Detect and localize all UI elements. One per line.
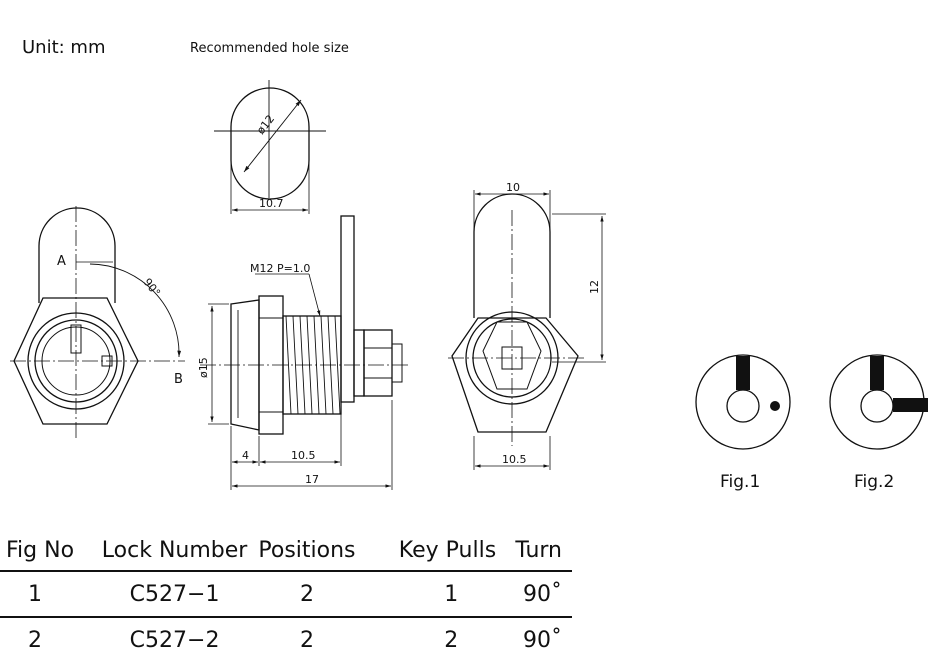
body-diameter-label: ø15 [197, 357, 210, 378]
thread-length-dimension: 10.5 [291, 449, 316, 462]
cell-positions: 2 [299, 627, 314, 653]
cell-turn: 90˚ [523, 627, 562, 653]
overall-length-dimension: 17 [305, 473, 319, 486]
cell-key-pulls: 2 [444, 627, 459, 653]
hole-size-title: Recommended hole size [190, 41, 349, 56]
table-row: 2 C527−2 2 2 90˚ [0, 617, 572, 662]
point-b-label: B [174, 372, 183, 387]
fig2-label: Fig.2 [854, 472, 894, 492]
cell-key-pulls: 1 [364, 571, 497, 618]
rear-view [448, 190, 606, 470]
fig2-diagram [829, 354, 928, 450]
side-view [200, 215, 410, 490]
table-header-row: Fig No Lock Number Positions Key Pulls T… [0, 530, 572, 572]
cell-lock-number: C527−2 [129, 627, 220, 653]
unit-note: Unit: mm [22, 37, 106, 58]
hole-diameter-label: ø12 [254, 113, 277, 137]
rear-width-dimension: 10 [506, 181, 520, 194]
hole-size-drawing [214, 80, 326, 214]
cell-lock-number: C527−1 [99, 571, 250, 618]
thread-label: M12 P=1.0 [250, 262, 310, 275]
front-view [10, 206, 185, 440]
table-row: 1 C527−1 2 1 90˚ [0, 571, 572, 618]
header-turn: Turn [496, 530, 572, 572]
cell-fig-no: 1 [0, 571, 100, 618]
rear-flat-dimension: 10.5 [502, 453, 527, 466]
lock-spec-table: Fig No Lock Number Positions Key Pulls T… [0, 530, 572, 662]
hole-flat-label: 10.7 [259, 197, 284, 210]
cell-positions: 2 [249, 571, 365, 618]
header-fig-no: Fig No [0, 530, 100, 572]
point-a-label: A [57, 254, 66, 269]
fig1-diagram [695, 354, 791, 450]
header-positions: Positions [249, 530, 365, 572]
fig1-label: Fig.1 [720, 472, 760, 492]
rear-height-dimension: 12 [588, 280, 601, 294]
angle-label: 90° [141, 276, 163, 299]
header-key-pulls: Key Pulls [364, 530, 497, 572]
cell-turn: 90˚ [496, 571, 572, 618]
header-lock-number: Lock Number [99, 530, 250, 572]
flange-dimension: 4 [242, 449, 249, 462]
cell-fig-no: 2 [28, 627, 42, 653]
